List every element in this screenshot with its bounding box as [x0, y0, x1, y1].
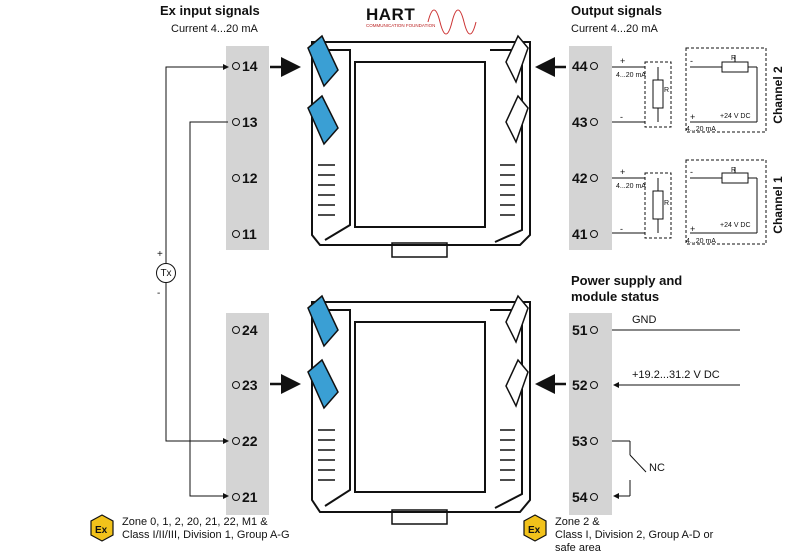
- hart-wave-icon: [427, 9, 477, 35]
- terminal-23: 23: [232, 377, 258, 393]
- supply-label-ch1: +24 V DC: [720, 222, 751, 229]
- output-strip: [569, 46, 612, 250]
- svg-text:-: -: [620, 224, 623, 234]
- input-strip-upper: [226, 46, 269, 250]
- nc-label: NC: [649, 462, 665, 474]
- terminal-ring-icon: [589, 381, 598, 389]
- output-title: Output signals: [571, 3, 662, 18]
- power-wiring: [612, 329, 740, 499]
- svg-text:-: -: [690, 167, 693, 177]
- terminal-54: 54: [572, 489, 598, 505]
- tx-minus: -: [157, 288, 161, 299]
- terminal-ring-icon: [232, 62, 240, 70]
- svg-text:+: +: [690, 224, 695, 234]
- terminal-11: 11: [232, 226, 257, 242]
- terminal-ring-icon: [232, 326, 240, 334]
- svg-text:+: +: [620, 56, 625, 66]
- range-label-ch1b: 4...20 mA: [686, 238, 716, 245]
- range-label-ch2b: 4...20 mA: [686, 126, 716, 133]
- input-title: Ex input signals: [160, 3, 260, 18]
- svg-text:+: +: [690, 112, 695, 122]
- module-lower: [311, 301, 531, 525]
- terminal-41: 41: [572, 226, 598, 242]
- channel-2-wiring: [612, 47, 767, 133]
- module-upper: [311, 41, 531, 258]
- terminal-ring-icon: [589, 174, 598, 182]
- power-title-line2: module status: [571, 289, 660, 304]
- input-subtitle: Current 4...20 mA: [171, 23, 258, 35]
- load-label-ch1a: R: [664, 200, 670, 207]
- zone0-note: Zone 0, 1, 2, 20, 21, 22, M1 &Class I/II…: [122, 516, 290, 541]
- power-title-line1: Power supply and: [571, 273, 683, 288]
- input-strip-lower: [226, 313, 269, 515]
- svg-text:-: -: [620, 112, 623, 122]
- terminal-ring-icon: [589, 326, 598, 334]
- terminal-ring-icon: [589, 230, 598, 238]
- svg-text:-: -: [690, 56, 693, 66]
- terminal-ring-icon: [232, 174, 240, 182]
- terminal-24: 24: [232, 322, 258, 338]
- terminal-13: 13: [232, 114, 258, 130]
- output-subtitle: Current 4...20 mA: [571, 23, 658, 35]
- terminal-21: 21: [232, 489, 258, 505]
- terminal-12: 12: [232, 170, 258, 186]
- module-lower-connectors: [307, 294, 529, 410]
- module-upper-connectors: [307, 34, 529, 146]
- output-arrows: [535, 57, 566, 394]
- terminal-42: 42: [572, 170, 598, 186]
- terminal-ring-icon: [589, 62, 598, 70]
- gnd-label: GND: [632, 314, 657, 326]
- terminal-ring-icon: [589, 493, 598, 501]
- terminal-22: 22: [232, 433, 258, 449]
- load-label-ch2a: R: [664, 87, 670, 94]
- terminal-ring-icon: [232, 437, 240, 445]
- transmitter: Tx: [156, 263, 176, 283]
- terminal-43: 43: [572, 114, 598, 130]
- range-label-ch1: 4...20 mA: [616, 183, 646, 190]
- svg-text:Ex: Ex: [95, 525, 108, 536]
- terminal-ring-icon: [589, 437, 598, 445]
- terminal-ring-icon: [232, 118, 240, 126]
- power-strip: [569, 313, 612, 515]
- channel-signs: + - + - - + - +: [620, 56, 695, 234]
- tx-loop-wires: [165, 64, 229, 499]
- tx-plus: +: [157, 249, 163, 260]
- ex-symbol-icon: Ex Ex: [90, 514, 547, 542]
- zone2-note: Zone 2 &Class I, Division 2, Group A-D o…: [555, 516, 714, 554]
- hart-logo-text: HART: [366, 5, 416, 24]
- supply-label: +19.2...31.2 V DC: [632, 369, 720, 381]
- hart-logo: HART COMMUNICATION FOUNDATION: [366, 6, 476, 36]
- svg-text:+: +: [620, 167, 625, 177]
- terminal-52: 52: [572, 377, 598, 393]
- terminal-ring-icon: [589, 118, 598, 126]
- terminal-ring-icon: [232, 230, 240, 238]
- hart-tagline: COMMUNICATION FOUNDATION: [366, 23, 436, 28]
- terminal-44: 44: [572, 58, 598, 74]
- range-label-ch2: 4...20 mA: [616, 72, 646, 79]
- terminal-ring-icon: [232, 493, 240, 501]
- svg-text:Ex: Ex: [528, 525, 541, 536]
- terminal-14: 14: [232, 58, 258, 74]
- supply-label-ch2: +24 V DC: [720, 113, 751, 120]
- load-label-ch1b: R: [731, 167, 737, 174]
- load-label-ch2b: R: [731, 55, 737, 62]
- channel-1-wiring: [612, 159, 767, 245]
- input-arrows: [270, 57, 301, 394]
- terminal-53: 53: [572, 433, 598, 449]
- terminal-51: 51: [572, 322, 598, 338]
- terminal-ring-icon: [232, 381, 240, 389]
